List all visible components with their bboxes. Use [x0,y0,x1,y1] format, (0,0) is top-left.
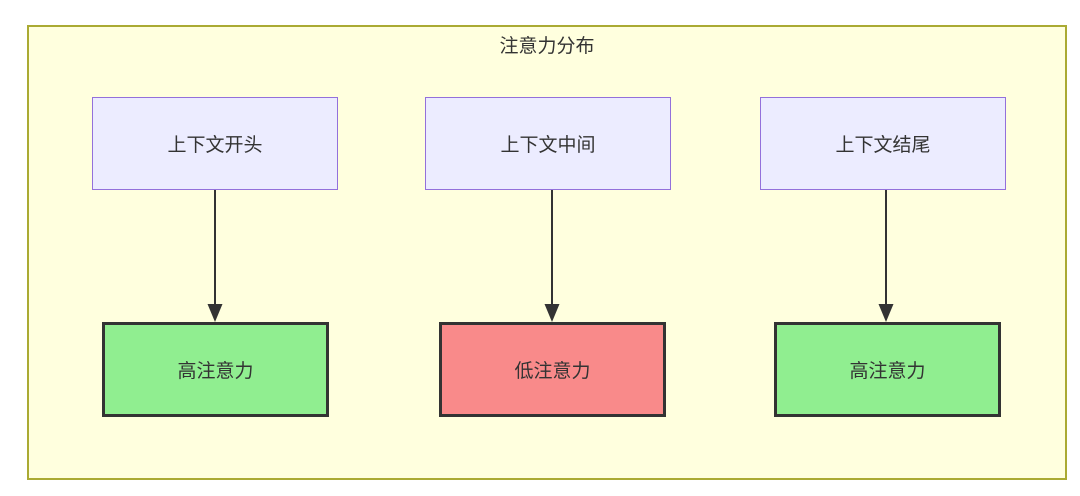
node-context-end: 上下文结尾 [760,97,1006,190]
node-attention-level-middle: 低注意力 [439,322,666,417]
node-context-middle: 上下文中间 [425,97,671,190]
node-context-start: 上下文开头 [92,97,338,190]
cluster-title: 注意力分布 [499,35,595,57]
arrow-down-icon [205,190,225,322]
arrow-down-icon [542,190,562,322]
attention-distribution-cluster: 注意力分布 上下文开头 上下文中间 上下文结尾 高注意力 低注意力 [27,25,1067,480]
node-attention-level-end: 高注意力 [774,322,1001,417]
node-attention-level-start: 高注意力 [102,322,329,417]
arrow-down-icon [876,190,896,322]
